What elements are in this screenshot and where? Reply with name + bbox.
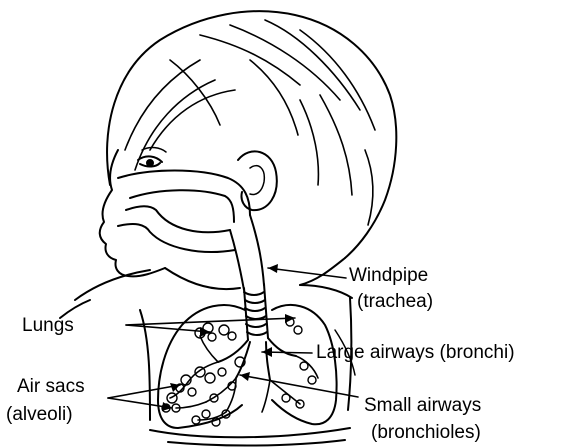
face-profile — [100, 150, 165, 276]
label-trachea: (trachea) — [357, 292, 433, 311]
label-alveoli: (alveoli) — [6, 405, 73, 424]
throat — [230, 230, 244, 290]
nasal-cavity — [118, 171, 250, 216]
label-bronchioles: (bronchioles) — [371, 423, 481, 442]
mouth-cavity — [126, 206, 230, 232]
trachea-shape — [244, 284, 268, 340]
left-shoulder — [75, 270, 150, 300]
label-large-airways: Large airways (bronchi) — [316, 343, 515, 362]
label-lungs: Lungs — [22, 316, 74, 335]
leader-air-sacs-1 — [108, 385, 180, 398]
leader-small-airways — [240, 375, 358, 397]
leader-windpipe — [268, 268, 346, 278]
label-small-airways: Small airways — [364, 396, 481, 415]
bronchi — [218, 338, 296, 380]
ear — [238, 151, 277, 210]
right-shoulder — [300, 285, 352, 298]
leader-air-sacs-2 — [108, 398, 172, 408]
right-lung — [272, 305, 337, 424]
label-windpipe: Windpipe — [349, 266, 428, 285]
neck-outline — [300, 258, 345, 285]
label-air-sacs: Air sacs — [17, 377, 85, 396]
